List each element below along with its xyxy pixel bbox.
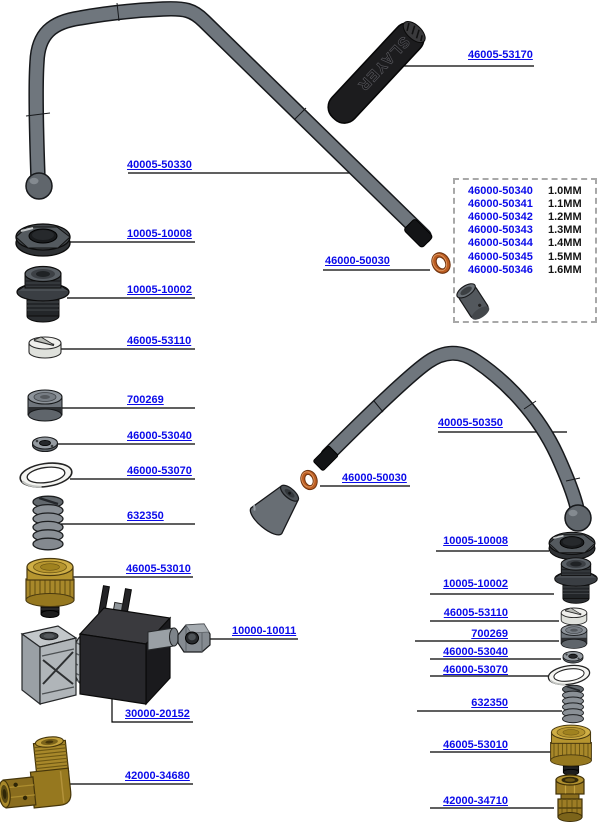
- callout-spring-right[interactable]: 632350: [471, 697, 508, 709]
- tip-oring-lower-part: [300, 470, 318, 490]
- part-brass-cap-left: [25, 557, 75, 619]
- callout-handle-grip[interactable]: 46005-53170: [468, 49, 533, 61]
- part-valve-fitting-right: [554, 557, 598, 604]
- steam-wand-upper-part: [25, 1, 433, 248]
- tip-size-reference-box: 46000-50340 1.0MM 46000-50341 1.1MM 4600…: [453, 178, 597, 323]
- callout-valve-fitting-left[interactable]: 10005-10002: [127, 284, 192, 296]
- callout-valve-fitting-right[interactable]: 10005-10002: [443, 578, 508, 590]
- callout-oring-large-left[interactable]: 46000-53070: [127, 465, 192, 477]
- tip-size-row: 46000-50340 1.0MM: [455, 185, 595, 198]
- part-brass-cap-right: [550, 724, 592, 776]
- tip-size-row: 46000-50344 1.4MM: [455, 237, 595, 250]
- leader-lines: [57, 65, 567, 809]
- tip-part-number[interactable]: 46000-50343: [468, 224, 533, 237]
- tip-part-number[interactable]: 46000-50340: [468, 185, 533, 198]
- part-oring-large-left: [17, 458, 75, 492]
- part-washer-right: [562, 650, 584, 664]
- tip-size-label: 1.2MM: [548, 211, 582, 224]
- callout-washer-left[interactable]: 46000-53040: [127, 430, 192, 442]
- tip-size-label: 1.3MM: [548, 224, 582, 237]
- part-flange-nut-left: [15, 223, 71, 257]
- tip-part-number[interactable]: 46000-50342: [468, 211, 533, 224]
- callout-straight-fitting[interactable]: 42000-34710: [443, 795, 508, 807]
- callout-tip-oring-lower[interactable]: 46000-50030: [342, 472, 407, 484]
- solenoid-valve-part: [20, 585, 179, 706]
- tip-size-row: 46000-50343 1.3MM: [455, 224, 595, 237]
- callout-piston-left[interactable]: 700269: [127, 394, 164, 406]
- callout-elbow-fitting[interactable]: 42000-34680: [125, 770, 190, 782]
- part-piston-left: [27, 389, 63, 422]
- callout-solenoid-valve[interactable]: 30000-20152: [125, 708, 190, 720]
- steam-wand-lower-part: [313, 345, 592, 532]
- elbow-fitting-part: [0, 736, 72, 809]
- callout-brass-cap-left[interactable]: 46005-53010: [126, 563, 191, 575]
- tip-size-label: 1.5MM: [548, 250, 582, 263]
- tip-oring-upper-part: [430, 252, 451, 274]
- tip-size-label: 1.6MM: [548, 263, 582, 276]
- callout-flange-nut-left[interactable]: 10005-10008: [127, 228, 192, 240]
- callout-compression-nut[interactable]: 10000-10011: [232, 625, 297, 637]
- tip-part-number[interactable]: 46000-50346: [468, 263, 533, 276]
- part-seal-left: [27, 335, 63, 360]
- callout-brass-cap-right[interactable]: 46005-53010: [443, 739, 508, 751]
- callout-spring-left[interactable]: 632350: [127, 510, 164, 522]
- compression-nut-part: [177, 623, 211, 653]
- tip-size-row: 46000-50345 1.5MM: [455, 250, 595, 263]
- part-washer-left: [31, 436, 59, 453]
- callout-flange-nut-right[interactable]: 10005-10008: [443, 535, 508, 547]
- callout-seal-right[interactable]: 46005-53110: [443, 607, 508, 619]
- tip-size-label: 1.1MM: [548, 198, 582, 211]
- callout-seal-left[interactable]: 46005-53110: [127, 335, 192, 347]
- tip-nozzle-box-part: [456, 283, 490, 320]
- tip-size-row: 46000-50342 1.2MM: [455, 211, 595, 224]
- tip-part-number[interactable]: 46000-50344: [468, 237, 533, 250]
- steam-tip-cone-part: [245, 475, 309, 541]
- part-valve-fitting-left: [16, 265, 70, 323]
- straight-fitting-part: [555, 774, 585, 822]
- part-piston-right: [560, 624, 588, 649]
- callout-steam-wand-upper[interactable]: 40005-50330: [127, 159, 192, 171]
- part-flange-nut-right: [548, 531, 596, 561]
- callout-steam-wand-lower[interactable]: 40005-50350: [438, 417, 503, 429]
- handle-grip-part: SLAYER: [327, 21, 426, 124]
- tip-size-label: 1.0MM: [548, 185, 582, 198]
- tip-size-label: 1.4MM: [548, 237, 582, 250]
- callout-tip-oring-upper[interactable]: 46000-50030: [325, 255, 390, 267]
- callout-oring-large-right[interactable]: 46000-53070: [443, 664, 508, 676]
- callout-washer-right[interactable]: 46000-53040: [443, 646, 508, 658]
- part-seal-right: [560, 607, 588, 626]
- leader-line: [111, 696, 193, 723]
- callout-piston-right[interactable]: 700269: [471, 628, 508, 640]
- tip-size-row: 46000-50341 1.1MM: [455, 198, 595, 211]
- tip-part-number[interactable]: 46000-50341: [468, 198, 533, 211]
- tip-size-row: 46000-50346 1.6MM: [455, 264, 595, 277]
- tip-part-number[interactable]: 46000-50345: [468, 250, 533, 263]
- part-oring-large-right: [546, 662, 592, 688]
- part-spring-right: [561, 684, 585, 724]
- part-spring-left: [31, 495, 65, 551]
